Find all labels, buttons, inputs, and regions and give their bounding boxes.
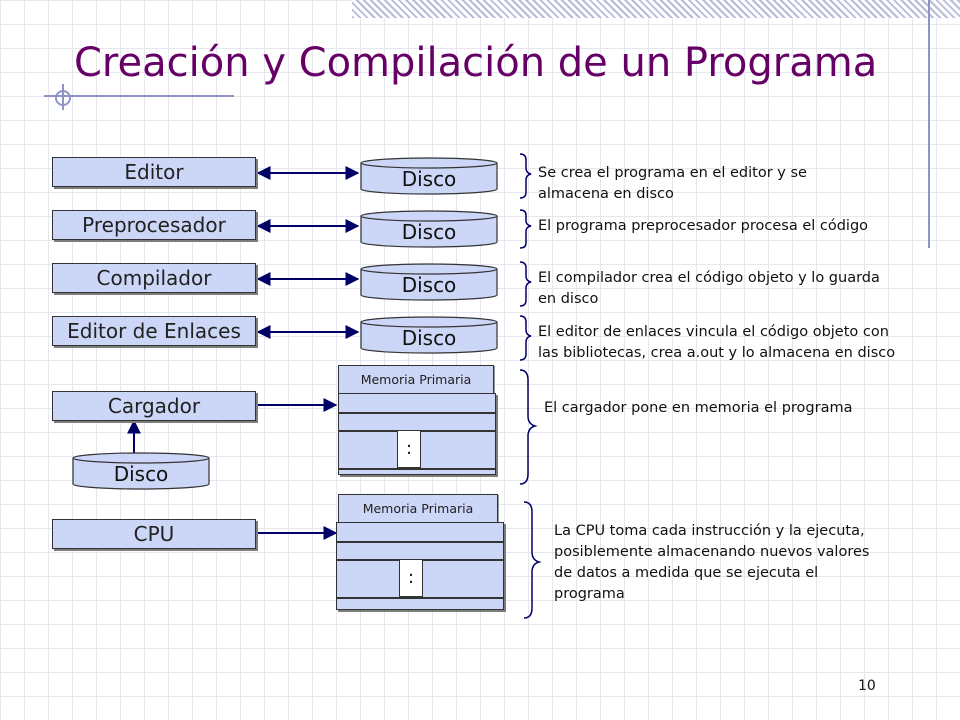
memory-row-divider bbox=[339, 412, 495, 414]
desc-line: La CPU toma cada instrucción y la ejecut… bbox=[554, 523, 865, 539]
disk-label: Disco bbox=[401, 273, 457, 297]
desc-compiler: El compilador crea el código objeto y lo… bbox=[538, 268, 880, 310]
desc-line: posiblemente almacenando nuevos valores bbox=[554, 544, 870, 560]
stage-cpu-box: CPU bbox=[52, 519, 256, 549]
desc-line: en disco bbox=[538, 291, 599, 307]
disk-cylinder-icon bbox=[360, 210, 498, 248]
loader-memory-label: Memoria Primaria bbox=[338, 365, 494, 395]
cpu-memory-block: : bbox=[336, 522, 504, 610]
brace-compiler bbox=[519, 261, 532, 307]
desc-line: almacena en disco bbox=[538, 186, 674, 202]
memory-row-divider bbox=[339, 468, 495, 470]
brace-loader bbox=[519, 369, 538, 485]
disk-label: Disco bbox=[113, 462, 169, 486]
brace-editor bbox=[519, 153, 532, 199]
page-number: 10 bbox=[858, 678, 876, 694]
cpu-memory-label: Memoria Primaria bbox=[338, 494, 498, 524]
desc-line: El cargador pone en memoria el programa bbox=[544, 400, 853, 416]
desc-line: El programa preprocesador procesa el cód… bbox=[538, 218, 869, 234]
disk-preprocessor: Disco bbox=[360, 210, 498, 248]
stage-compiler-box: Compilador bbox=[52, 263, 256, 293]
desc-cpu: La CPU toma cada instrucción y la ejecut… bbox=[554, 521, 869, 605]
disk-label: Disco bbox=[401, 326, 457, 350]
desc-line: El editor de enlaces vincula el código o… bbox=[538, 324, 889, 340]
right-vertical-rule bbox=[928, 0, 930, 248]
title-underline bbox=[44, 95, 234, 97]
desc-line: de datos a medida que se ejecuta el bbox=[554, 565, 819, 581]
desc-line: El compilador crea el código objeto y lo… bbox=[538, 270, 880, 286]
header-hatch-decoration bbox=[352, 0, 960, 18]
memory-ellipsis: : bbox=[397, 430, 421, 468]
stage-preprocessor-box: Preprocesador bbox=[52, 210, 256, 240]
desc-line: las bibliotecas, crea a.out y lo almacen… bbox=[538, 345, 896, 361]
slide-title: Creación y Compilación de un Programa bbox=[74, 40, 878, 86]
desc-loader: El cargador pone en memoria el programa bbox=[544, 398, 852, 419]
memory-ellipsis: : bbox=[399, 559, 423, 597]
desc-line: programa bbox=[554, 586, 625, 602]
desc-linker: El editor de enlaces vincula el código o… bbox=[538, 322, 895, 364]
stage-loader-box: Cargador bbox=[52, 391, 256, 421]
memory-row-divider bbox=[337, 597, 503, 599]
desc-line: Se crea el programa en el editor y se bbox=[538, 165, 807, 181]
desc-editor: Se crea el programa en el editor y se al… bbox=[538, 163, 807, 205]
disk-linker: Disco bbox=[360, 316, 498, 354]
disk-label: Disco bbox=[401, 220, 457, 244]
disk-label: Disco bbox=[401, 167, 457, 191]
disk-cylinder-icon bbox=[360, 316, 498, 354]
disk-cylinder-icon bbox=[360, 157, 498, 195]
brace-preprocessor bbox=[519, 209, 532, 249]
disk-loader-source: Disco bbox=[72, 452, 210, 490]
disk-cylinder-icon bbox=[360, 263, 498, 301]
desc-preprocessor: El programa preprocesador procesa el cód… bbox=[538, 216, 868, 237]
stage-editor-box: Editor bbox=[52, 157, 256, 187]
loader-memory-block: : bbox=[338, 393, 496, 475]
disk-cylinder-icon bbox=[72, 452, 210, 490]
disk-editor: Disco bbox=[360, 157, 498, 195]
brace-linker bbox=[519, 315, 532, 361]
stage-linker-box: Editor de Enlaces bbox=[52, 316, 256, 346]
memory-row-divider bbox=[337, 541, 503, 543]
disk-compiler: Disco bbox=[360, 263, 498, 301]
brace-cpu bbox=[523, 501, 542, 619]
title-crosshair-circle bbox=[55, 90, 71, 106]
